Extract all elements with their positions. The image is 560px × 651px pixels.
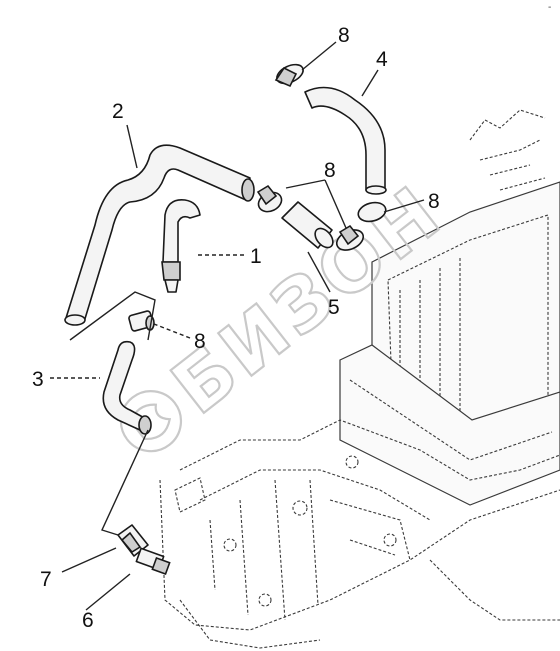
- part-3-hose: [102, 340, 152, 435]
- part-4-hose: [304, 86, 387, 195]
- callout-clamp-left: 8: [194, 330, 206, 353]
- callout-clamp-middle: 8: [324, 159, 336, 182]
- part-6-fitting: [135, 547, 171, 576]
- clamp-8-middle: [256, 184, 283, 213]
- callout-clamp-top: 8: [338, 24, 350, 47]
- bizon-logo-icon: [119, 390, 183, 453]
- leader-lines: [50, 41, 425, 611]
- callout-clamp-right: 8: [428, 190, 440, 213]
- clamp-8-right: [335, 201, 387, 251]
- engine-block: [159, 109, 560, 649]
- callout-part-2: 2: [112, 100, 124, 123]
- callout-part-4: 4: [376, 48, 388, 71]
- callout-part-1: 1: [250, 245, 262, 268]
- callout-labels: 1 2 3 4 5 6 7 8 8 8 8: [32, 24, 440, 632]
- clamp-8-top: [274, 63, 304, 88]
- part-1-pipe: [161, 198, 201, 293]
- corner-mark: -: [548, 2, 551, 13]
- callout-part-3: 3: [32, 368, 44, 391]
- connection-lines: [69, 291, 156, 536]
- callout-part-7: 7: [40, 568, 52, 591]
- part-5-hose: [281, 201, 334, 249]
- callout-part-6: 6: [82, 609, 94, 632]
- part-2-hose: [64, 144, 255, 326]
- callout-part-5: 5: [328, 296, 340, 319]
